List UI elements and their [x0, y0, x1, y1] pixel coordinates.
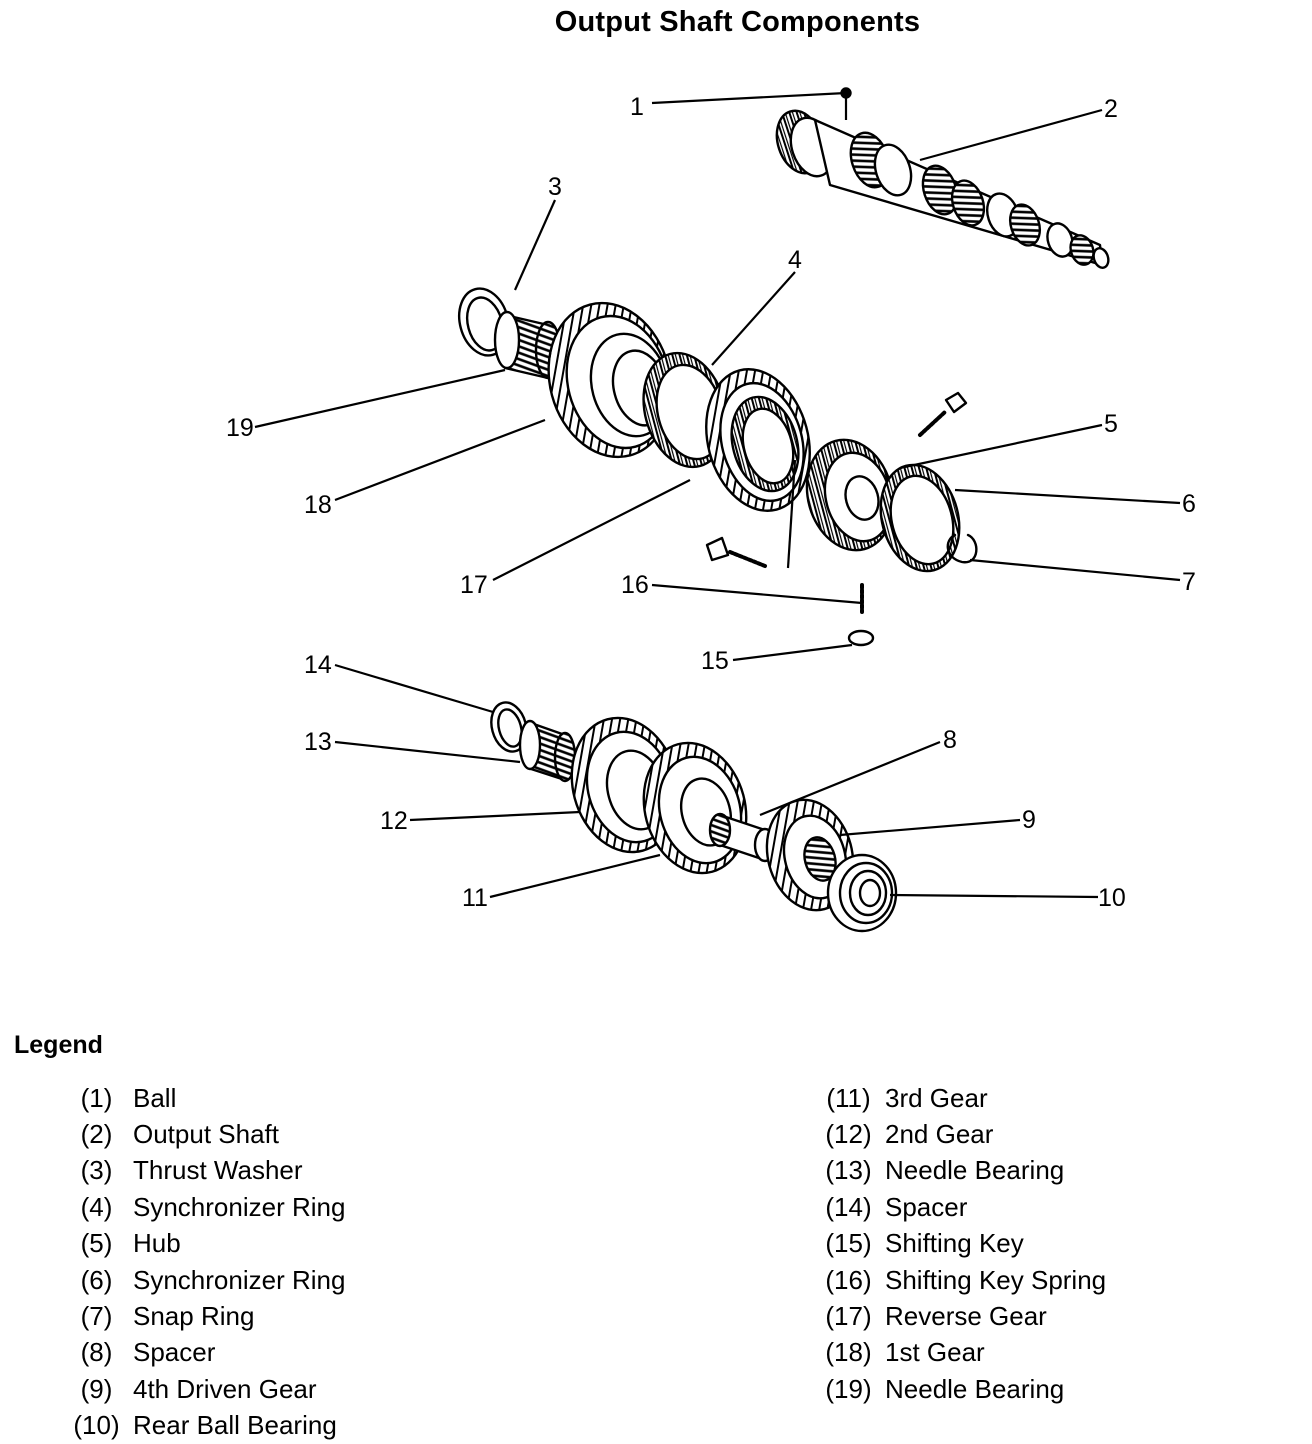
legend-number: (17) — [825, 1301, 872, 1332]
legend-column-left: (1) Ball (2) Output Shaft (3) Thrust Washer… — [60, 1080, 345, 1444]
legend-label: Synchronizer Ring — [133, 1264, 346, 1295]
legend-label: Spacer — [885, 1191, 968, 1222]
legend-item: (19) Needle Bearing — [812, 1371, 1106, 1407]
synchronizer-ring-lower-part — [879, 463, 961, 573]
callout-14: 14 — [304, 651, 332, 679]
legend-item: (13) Needle Bearing — [812, 1153, 1106, 1189]
callout-7: 7 — [1182, 568, 1196, 596]
legend-number: (12) — [825, 1119, 872, 1150]
legend-label: Ball — [133, 1082, 177, 1113]
legend-item: (15) Shifting Key — [812, 1226, 1106, 1262]
legend-number: (9) — [80, 1373, 113, 1404]
legend-label: Snap Ring — [133, 1301, 255, 1332]
legend-number: (2) — [80, 1119, 113, 1150]
callout-3: 3 — [548, 173, 562, 201]
legend-label: Needle Bearing — [885, 1373, 1065, 1404]
callout-1: 1 — [630, 93, 644, 121]
legend-item: (1) Ball — [60, 1080, 345, 1116]
hub-part — [805, 438, 895, 552]
legend-item: (5) Hub — [60, 1226, 345, 1262]
legend-number: (16) — [825, 1264, 872, 1295]
legend-number: (5) — [80, 1228, 113, 1259]
callout-17: 17 — [460, 571, 488, 599]
reverse-gear-part — [705, 368, 811, 512]
callout-10: 10 — [1098, 884, 1126, 912]
legend-number: (14) — [825, 1191, 872, 1222]
legend-item: (10) Rear Ball Bearing — [60, 1408, 345, 1444]
callout-15: 15 — [701, 647, 729, 675]
callout-19: 19 — [226, 414, 254, 442]
legend-label: Synchronizer Ring — [133, 1191, 346, 1222]
legend-item: (3) Thrust Washer — [60, 1153, 345, 1189]
legend-label: Needle Bearing — [885, 1155, 1065, 1186]
callout-6: 6 — [1182, 490, 1196, 518]
legend-item: (11) 3rd Gear — [812, 1080, 1106, 1116]
legend-item: (9) 4th Driven Gear — [60, 1371, 345, 1407]
callout-labels: 1 2 3 4 5 6 7 8 9 10 11 12 13 14 15 16 1… — [226, 93, 1196, 912]
legend-number: (3) — [80, 1155, 113, 1186]
legend-number: (18) — [825, 1337, 872, 1368]
legend-label: Reverse Gear — [885, 1301, 1047, 1332]
legend-number: (19) — [825, 1373, 872, 1404]
legend-heading: Legend — [14, 1031, 103, 1059]
callout-16: 16 — [621, 571, 649, 599]
legend-item: (17) Reverse Gear — [812, 1298, 1106, 1334]
callout-8: 8 — [943, 726, 957, 754]
legend-label: Thrust Washer — [133, 1155, 303, 1186]
legend-number: (6) — [80, 1264, 113, 1295]
legend-label: Rear Ball Bearing — [133, 1410, 337, 1441]
legend-number: (7) — [80, 1301, 113, 1332]
legend-item: (12) 2nd Gear — [812, 1116, 1106, 1152]
legend-number: (4) — [80, 1191, 113, 1222]
legend-label: Spacer — [133, 1337, 216, 1368]
legend-item: (4) Synchronizer Ring — [60, 1189, 346, 1225]
legend-number: (10) — [73, 1410, 120, 1441]
legend-label: 1st Gear — [885, 1337, 985, 1368]
legend-number: (15) — [825, 1228, 872, 1259]
legend-item: (8) Spacer — [60, 1335, 345, 1371]
exploded-view-diagram: 1 2 3 4 5 6 7 8 9 10 11 12 13 14 15 16 1… — [226, 87, 1196, 933]
legend-column-right: (11) 3rd Gear (12) 2nd Gear (13) Needle Bea… — [812, 1080, 1106, 1408]
callout-18: 18 — [304, 491, 332, 519]
legend-label: Hub — [133, 1228, 181, 1259]
legend-number: (11) — [826, 1082, 871, 1113]
shifting-keys-and-springs — [705, 391, 968, 647]
legend-item: (7) Snap Ring — [60, 1298, 345, 1334]
output-shaft — [775, 87, 1110, 269]
legend-item: (2) Output Shaft — [60, 1116, 345, 1152]
legend-number: (13) — [825, 1155, 872, 1186]
legend-label: Shifting Key — [885, 1228, 1024, 1259]
callout-4: 4 — [788, 246, 802, 274]
callout-9: 9 — [1022, 806, 1036, 834]
legend-label: 3rd Gear — [885, 1082, 988, 1113]
callout-2: 2 — [1104, 95, 1118, 123]
needle-bearing-upper-part — [493, 310, 562, 380]
diagram-title: Output Shaft Components — [554, 6, 921, 38]
callout-5: 5 — [1104, 410, 1118, 438]
callout-12: 12 — [380, 807, 408, 835]
legend-item: (16) Shifting Key Spring — [812, 1262, 1106, 1298]
snap-ring-part — [946, 533, 978, 564]
legend-label: Output Shaft — [133, 1119, 279, 1150]
legend-item: (14) Spacer — [812, 1189, 1106, 1225]
legend-item: (18) 1st Gear — [812, 1335, 1106, 1371]
needle-bearing-lower-part — [518, 719, 577, 783]
legend-number: (1) — [80, 1082, 113, 1113]
legend-number: (8) — [80, 1337, 113, 1368]
legend-label: 2nd Gear — [885, 1119, 994, 1150]
leader-lines — [254, 91, 1181, 899]
legend-label: Shifting Key Spring — [885, 1264, 1107, 1295]
callout-13: 13 — [304, 728, 332, 756]
callout-11: 11 — [462, 884, 488, 912]
rear-ball-bearing-part — [826, 853, 898, 933]
legend-label: 4th Driven Gear — [133, 1373, 317, 1404]
legend-item: (6) Synchronizer Ring — [60, 1262, 346, 1298]
